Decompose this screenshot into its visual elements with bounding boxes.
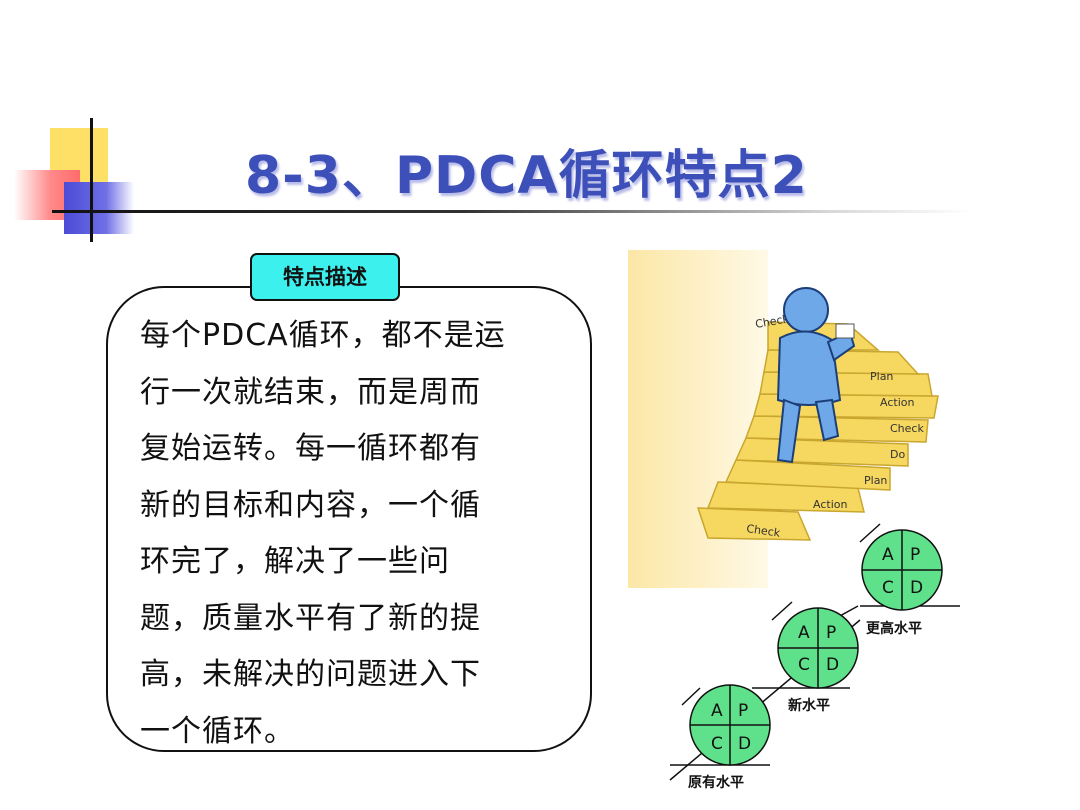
stair-label: Check [746, 522, 782, 540]
pdca-circle-mid [777, 607, 859, 689]
pdca-circle-high [861, 529, 943, 611]
pdca-circle-low [689, 684, 771, 766]
quadrant-label: C [711, 734, 723, 754]
text-line: 题，质量水平有了新的提 [140, 600, 481, 636]
text-line: 一个循环。 [140, 713, 295, 749]
text-line: 环完了，解决了一些问 [140, 544, 450, 579]
arrow-icon [859, 523, 881, 543]
quadrant-label: C [882, 578, 894, 598]
stair-label: Do [890, 448, 905, 461]
quadrant-label: P [910, 545, 920, 565]
text-line: 复始运转。每一循环都有 [140, 431, 481, 466]
quadrant-label: C [798, 655, 810, 675]
quadrant-label: A [798, 623, 810, 643]
description-card [106, 286, 592, 752]
quadrant-label: D [910, 578, 923, 598]
deco-blue-bar [64, 182, 134, 234]
quadrant-label: P [826, 623, 836, 643]
stair-label: Check [754, 312, 790, 331]
text-line: 新的目标和内容，一个循 [140, 487, 481, 523]
description-tag: 特点描述 [250, 253, 400, 301]
stair-label: Action [813, 498, 847, 511]
text-line: 行一次就结束，而是周而 [140, 374, 481, 410]
stair-label: Plan [870, 370, 893, 383]
level-label-higher: 更高水平 [866, 620, 922, 637]
quadrant-label: D [826, 655, 839, 675]
step [724, 459, 891, 491]
quadrant-label: A [711, 701, 723, 721]
staircase-illustration: Check Action Plan Do Check Action Plan D… [628, 250, 939, 588]
title-underline [52, 210, 972, 213]
step [696, 507, 812, 541]
page-title: 8-3、PDCA循环特点2 [245, 146, 808, 206]
person-figure [776, 287, 856, 464]
text-line: 高，未解决的问题进入下 [140, 657, 481, 692]
description-text: 每个PDCA循环，都不是运 行一次就结束，而是周而 复始运转。每一循环都有 新的… [140, 308, 560, 760]
arrow-icon [771, 601, 793, 621]
deco-vertical-line [90, 118, 93, 242]
quadrant-label: P [738, 701, 748, 721]
stair-label: Check [890, 422, 924, 435]
level-label-new: 新水平 [788, 697, 830, 714]
pdca-cycle-diagram: A P C D A P C D A P C D 原有水平 新水平 更高水平 [669, 523, 960, 791]
stair-label: Action [880, 396, 914, 409]
level-label-original: 原有水平 [688, 774, 744, 791]
quadrant-label: A [882, 545, 894, 565]
arrow-icon [681, 687, 701, 706]
stair-label: Plan [864, 474, 887, 487]
quadrant-label: D [738, 734, 751, 754]
text-line: 每个PDCA循环，都不是运 [140, 318, 506, 353]
